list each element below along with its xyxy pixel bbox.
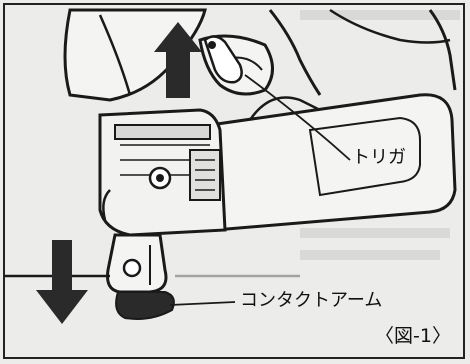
figure-border (3, 3, 465, 359)
contact-arm-label: コンタクトアーム (240, 290, 383, 311)
figure-caption: 〈図-1〉 (375, 325, 451, 347)
trigger-leader-line (244, 74, 351, 161)
up-arrow (154, 22, 202, 98)
down-arrow (36, 240, 88, 324)
grip-body (208, 93, 457, 232)
bleed-through-text (300, 10, 460, 260)
contact-leader-line (169, 301, 236, 306)
trigger-label: トリガ (352, 147, 406, 168)
